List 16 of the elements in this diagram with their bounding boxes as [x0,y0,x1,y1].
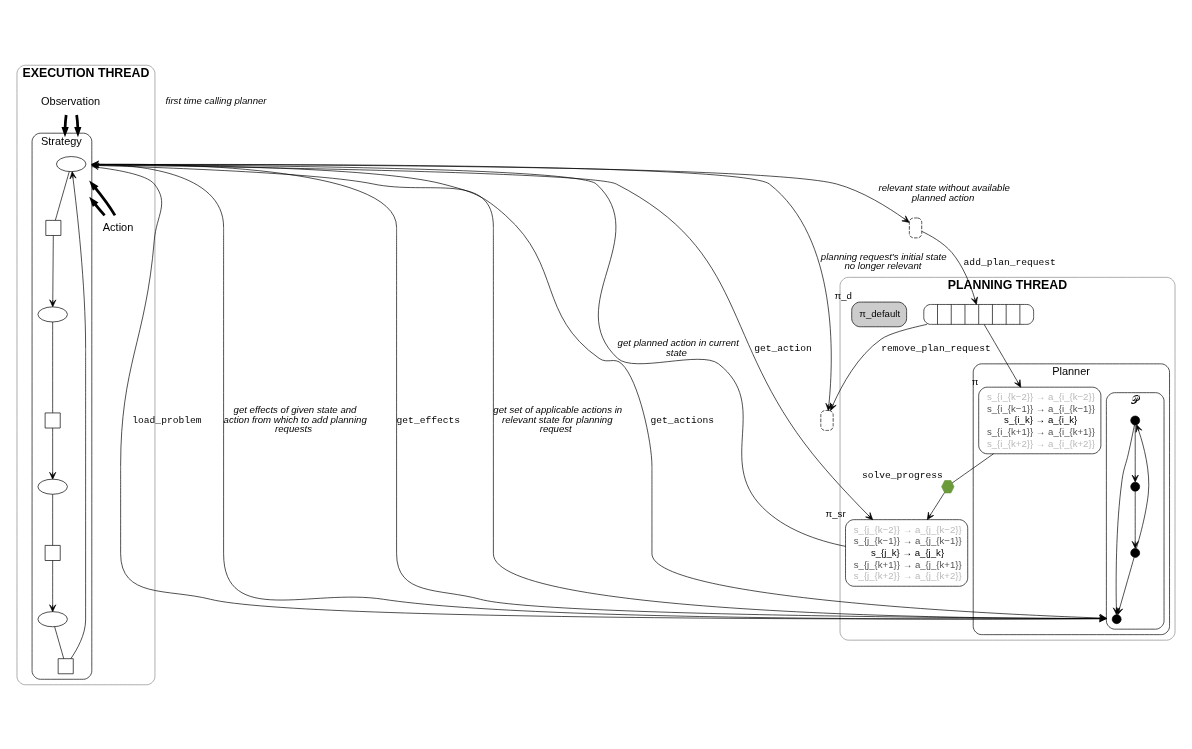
edge-label: remove_plan_request [881,342,991,354]
node-label: solve_progress [862,469,943,481]
edge-label: get planned action in current state [617,336,739,358]
node-label: π_sr [825,507,846,519]
edge-label: get_action [754,342,812,354]
node-label: 𝒫 [1131,393,1140,406]
edge-label: get_effects [396,414,461,426]
label: first time calling planner [165,94,267,106]
node-text: Observation [41,94,101,107]
edge-label: relevant state without available planned action [878,181,1010,203]
node-label: π [971,375,979,387]
node-label: π_d [834,289,852,301]
edge-label: get_actions [650,414,715,426]
edge-label: planning request's initial state no longer relevant [820,250,947,271]
node-text: Action [102,220,134,233]
edge-label: add_plan_request [963,256,1056,268]
